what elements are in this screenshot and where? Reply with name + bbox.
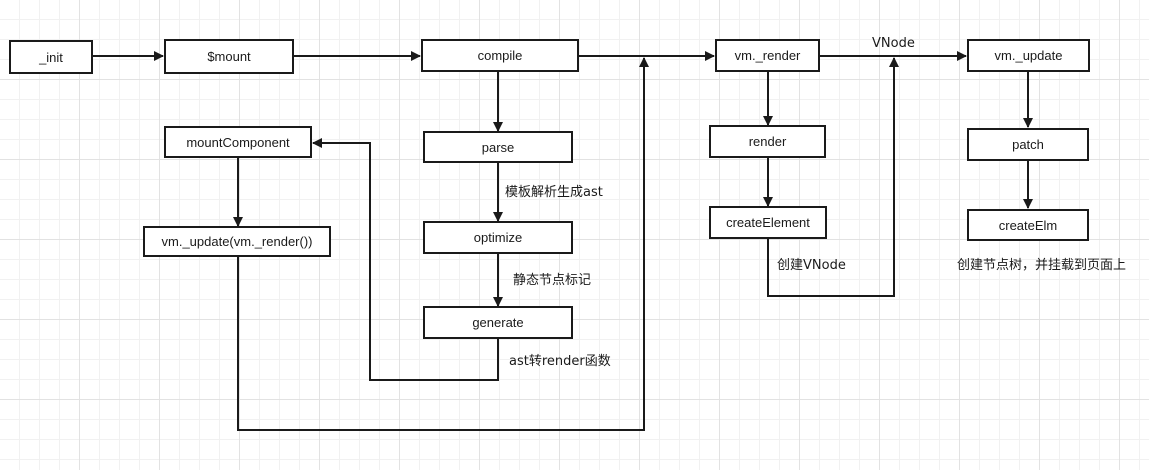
label-create-elm-note: 创建节点树，并挂载到页面上	[957, 258, 1127, 273]
label-optimize-note: 静态节点标记	[513, 273, 592, 288]
arrow-create-element-to-vnode	[767, 57, 899, 297]
node-vm-update: vm._update	[967, 39, 1090, 72]
label-generate-note: ast转render函数	[509, 354, 611, 369]
node-mount: $mount	[164, 39, 294, 74]
node-create-element: createElement	[709, 206, 827, 239]
node-init: _init	[9, 40, 93, 74]
node-generate: generate	[423, 306, 573, 339]
node-vm-update-render: vm._update(vm._render())	[143, 226, 331, 257]
arrow-generate-to-mount-component	[312, 138, 499, 381]
arrow-vm-update-render-loop	[237, 57, 649, 431]
label-parse-note: 模板解析生成ast	[505, 185, 603, 200]
node-optimize: optimize	[423, 221, 573, 254]
node-create-elm: createElm	[967, 209, 1089, 241]
node-patch: patch	[967, 128, 1089, 161]
node-compile: compile	[421, 39, 579, 72]
label-create-element-note: 创建VNode	[777, 258, 846, 273]
node-mount-component: mountComponent	[164, 126, 312, 158]
node-parse: parse	[423, 131, 573, 163]
node-render: render	[709, 125, 826, 158]
node-vm-render: vm._render	[715, 39, 820, 72]
label-vnode: VNode	[872, 36, 915, 51]
